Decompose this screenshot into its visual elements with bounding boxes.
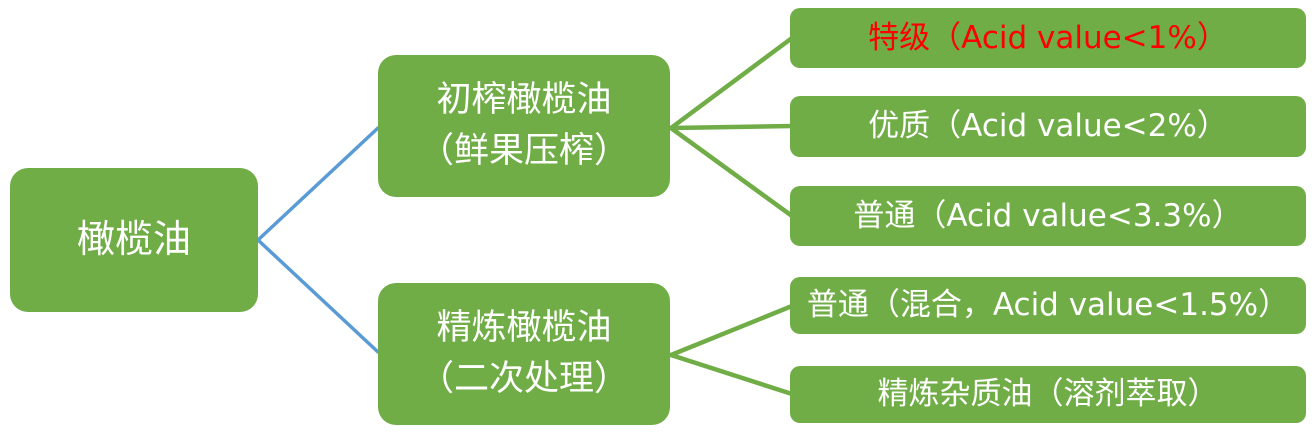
node-fine-virgin-grade: 优质（Acid value<2%） <box>790 96 1306 157</box>
node-ordinary-virgin-grade: 普通（Acid value<3.3%） <box>790 186 1306 246</box>
node-virgin-olive-oil-line2: （鲜果压榨） <box>418 131 629 171</box>
node-ordinary-virgin-grade-label: 普通（Acid value<3.3%） <box>853 197 1243 234</box>
connector-virgin-to-ordinary <box>668 125 795 219</box>
connector-refined-to-ordinary <box>668 303 795 358</box>
node-olive-oil: 橄榄油 <box>10 168 258 312</box>
connector-virgin-to-extra <box>668 35 795 131</box>
node-refined-pomace-oil-label: 精炼杂质油（溶剂萃取） <box>877 376 1219 413</box>
node-fine-virgin-grade-label: 优质（Acid value<2%） <box>868 108 1228 145</box>
connector-refined-to-pomace <box>668 352 795 397</box>
connector-root-to-refined <box>256 238 380 354</box>
node-virgin-olive-oil: 初榨橄榄油 （鲜果压榨） <box>378 55 670 197</box>
node-refined-olive-oil-line2: （二次处理） <box>418 359 629 399</box>
node-refined-pomace-oil: 精炼杂质油（溶剂萃取） <box>790 366 1306 423</box>
connector-virgin-to-fine <box>668 123 795 131</box>
node-ordinary-refined-grade-label: 普通（混合，Acid value<1.5%） <box>806 287 1290 324</box>
node-refined-olive-oil: 精炼橄榄油 （二次处理） <box>378 283 670 425</box>
node-virgin-olive-oil-line1: 初榨橄榄油 <box>436 80 612 121</box>
connector-root-to-virgin <box>256 126 380 242</box>
node-extra-virgin-grade: 特级（Acid value<1%） <box>790 8 1306 68</box>
node-olive-oil-label: 橄榄油 <box>76 217 191 262</box>
node-extra-virgin-grade-label: 特级（Acid value<1%） <box>868 19 1228 56</box>
node-refined-olive-oil-line1: 精炼橄榄油 <box>436 308 612 349</box>
node-ordinary-refined-grade: 普通（混合，Acid value<1.5%） <box>790 277 1306 334</box>
